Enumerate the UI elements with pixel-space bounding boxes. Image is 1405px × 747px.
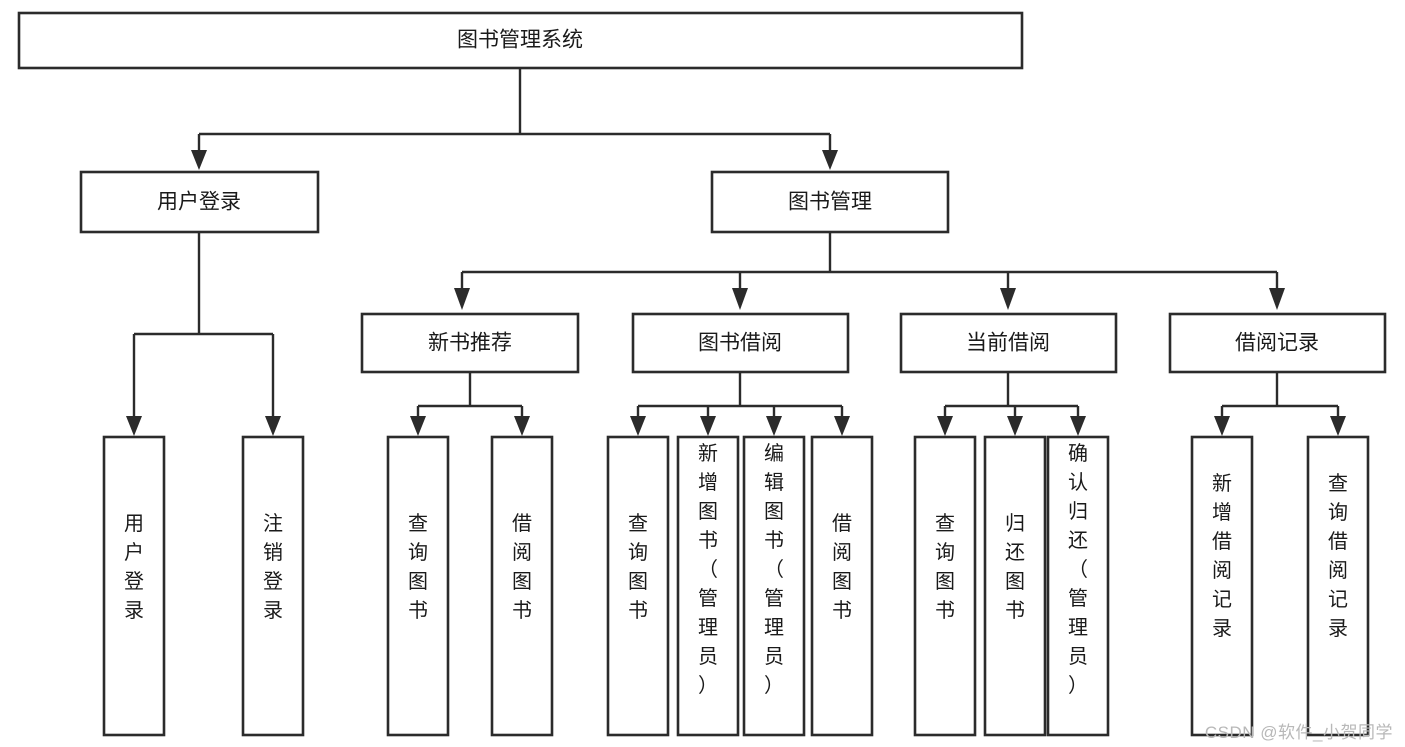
csdn-watermark: CSDN @软件_小贺同学 (1204, 723, 1393, 742)
arrow-head-query-record (1330, 416, 1346, 436)
node-book-manage-box[interactable] (710, 170, 950, 234)
node-leaf-confirm-return[interactable]: 确认归还（管理员） (1046, 435, 1110, 737)
arrow-head-leaf-logout (265, 416, 281, 436)
node-leaf-query-book-3[interactable]: 查询图书 (913, 435, 977, 737)
arrow-head-query-book-3 (937, 416, 953, 436)
node-user-login[interactable]: 用户登录 (79, 170, 320, 234)
node-book-borrow-label: 图书借阅 (698, 332, 782, 355)
node-leaf-user-login[interactable]: 用户登录 (102, 435, 166, 737)
node-leaf-query-book-3-box[interactable] (913, 435, 977, 737)
arrow-head-new-book-rec (454, 288, 470, 310)
node-leaf-add-record[interactable]: 新增借阅记录 (1190, 435, 1254, 737)
node-book-manage-label: 图书管理 (788, 191, 872, 214)
node-leaf-query-book-2-box[interactable] (606, 435, 670, 737)
node-root-box[interactable] (17, 11, 1024, 70)
node-leaf-edit-book[interactable]: 编辑图书（管理员） (742, 435, 806, 737)
node-leaf-return-book-box[interactable] (983, 435, 1047, 737)
node-leaf-query-record-box[interactable] (1306, 435, 1370, 737)
arrow-head-borrow-record (1269, 288, 1285, 310)
node-leaf-return-book[interactable]: 归还图书 (983, 435, 1047, 737)
arrow-head-return-book (1007, 416, 1023, 436)
node-leaf-add-book-box[interactable] (676, 435, 740, 737)
node-leaf-edit-book-label: 编辑图书（管理员） (764, 442, 784, 697)
arrow-head-add-book (700, 416, 716, 436)
node-leaf-borrow-book-2[interactable]: 借阅图书 (810, 435, 874, 737)
node-borrow-record-box[interactable] (1168, 312, 1387, 374)
node-book-borrow[interactable]: 图书借阅 (631, 312, 850, 374)
node-leaf-query-book-3-label: 查询图书 (935, 512, 955, 622)
node-book-borrow-box[interactable] (631, 312, 850, 374)
node-leaf-add-record-label: 新增借阅记录 (1212, 472, 1232, 640)
arrow-head-query-book-1 (410, 416, 426, 436)
node-leaf-user-login-label: 用户登录 (124, 513, 144, 622)
node-leaf-borrow-book-2-box[interactable] (810, 435, 874, 737)
node-new-book-rec[interactable]: 新书推荐 (360, 312, 580, 374)
arrow-head-confirm-return (1070, 416, 1086, 436)
node-borrow-record-label: 借阅记录 (1235, 332, 1319, 355)
node-leaf-query-book-1-label: 查询图书 (408, 512, 428, 622)
arrow-head-borrow-book-1 (514, 416, 530, 436)
arrow-head-borrow-book-2 (834, 416, 850, 436)
arrow-head-user-login (191, 150, 207, 170)
node-leaf-edit-book-box[interactable] (742, 435, 806, 737)
node-current-borrow[interactable]: 当前借阅 (899, 312, 1118, 374)
node-new-book-rec-box[interactable] (360, 312, 580, 374)
node-leaf-confirm-return-box[interactable] (1046, 435, 1110, 737)
node-leaf-query-record-label: 查询借阅记录 (1328, 472, 1348, 640)
node-leaf-confirm-return-label: 确认归还（管理员） (1068, 442, 1088, 697)
node-leaf-borrow-book-2-label: 借阅图书 (832, 512, 852, 622)
node-leaf-add-book-label: 新增图书（管理员） (698, 442, 718, 697)
arrow-head-query-book-2 (630, 416, 646, 436)
node-current-borrow-box[interactable] (899, 312, 1118, 374)
node-leaf-add-book[interactable]: 新增图书（管理员） (676, 435, 740, 737)
node-leaf-logout[interactable]: 注销登录 (241, 435, 305, 737)
node-leaf-query-book-2[interactable]: 查询图书 (606, 435, 670, 737)
node-user-login-label: 用户登录 (157, 191, 241, 214)
node-leaf-query-book-1-box[interactable] (386, 435, 450, 737)
node-leaf-user-login-box[interactable] (102, 435, 166, 737)
node-leaf-query-book-1[interactable]: 查询图书 (386, 435, 450, 737)
node-new-book-rec-label: 新书推荐 (428, 332, 512, 355)
node-leaf-query-book-2-label: 查询图书 (628, 512, 648, 622)
node-leaf-borrow-book-1-label: 借阅图书 (512, 512, 532, 622)
node-user-login-box[interactable] (79, 170, 320, 234)
node-root[interactable]: 图书管理系统 (17, 11, 1024, 70)
node-leaf-add-record-box[interactable] (1190, 435, 1254, 737)
node-leaf-borrow-book-1[interactable]: 借阅图书 (490, 435, 554, 737)
node-leaf-borrow-book-1-box[interactable] (490, 435, 554, 737)
node-leaf-logout-label: 注销登录 (263, 512, 283, 622)
arrow-head-add-record (1214, 416, 1230, 436)
node-borrow-record[interactable]: 借阅记录 (1168, 312, 1387, 374)
node-leaf-query-record[interactable]: 查询借阅记录 (1306, 435, 1370, 737)
arrow-head-current-borrow (1000, 288, 1016, 310)
node-leaf-logout-box[interactable] (241, 435, 305, 737)
arrow-head-book-borrow (732, 288, 748, 310)
node-root-label: 图书管理系统 (457, 29, 583, 52)
arrow-head-leaf-user-login (126, 416, 142, 436)
arrow-head-book-manage (822, 150, 838, 170)
arrow-head-edit-book (766, 416, 782, 436)
node-current-borrow-label: 当前借阅 (966, 332, 1050, 355)
connector-layer (126, 69, 1346, 436)
node-book-manage[interactable]: 图书管理 (710, 170, 950, 234)
node-leaf-return-book-label: 归还图书 (1005, 512, 1025, 622)
